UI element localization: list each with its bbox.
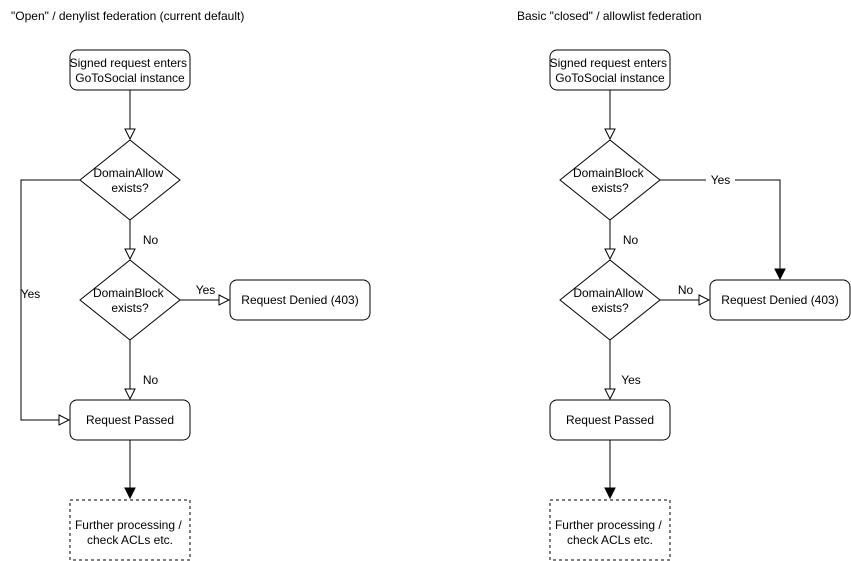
- edge-label-no: No: [143, 233, 159, 247]
- node-request-denied: Request Denied (403): [229, 279, 371, 321]
- edge-label-no: No: [143, 373, 159, 387]
- node-domainblock-decision: DomainBlock exists?: [559, 139, 661, 221]
- edge-label-no: No: [623, 233, 639, 247]
- edge-domainblock-yes-to-denied: [660, 179, 780, 279]
- domainallow-label: DomainAllow exists?: [573, 286, 646, 315]
- edge-label-no: No: [678, 283, 694, 297]
- request-denied-label: Request Denied (403): [241, 293, 358, 307]
- edge-label-yes: Yes: [711, 173, 731, 187]
- domainblock-diamond: [79, 259, 181, 341]
- node-further-processing: Further processing / check ACLs etc.: [69, 499, 191, 561]
- node-start: Signed request enters GoToSocial instanc…: [549, 49, 671, 91]
- start-label: Signed request enters GoToSocial instanc…: [550, 56, 671, 85]
- flowchart-open-denylist: "Open" / denylist federation (current de…: [11, 9, 371, 561]
- edge-label-background: [706, 171, 735, 186]
- edge-label-yes: Yes: [621, 373, 641, 387]
- domainblock-label: DomainBlock exists?: [93, 286, 167, 315]
- edge-label-yes: Yes: [21, 287, 41, 301]
- node-request-passed: Request Passed: [69, 399, 191, 441]
- further-processing-box: [549, 499, 671, 561]
- chart-title: Basic "closed" / allowlist federation: [517, 9, 702, 23]
- node-domainblock-decision: DomainBlock exists?: [79, 259, 181, 341]
- node-request-passed: Request Passed: [549, 399, 671, 441]
- edge-label-yes: Yes: [196, 283, 216, 297]
- node-domainallow-decision: DomainAllow exists?: [79, 139, 181, 221]
- start-label: Signed request enters GoToSocial instanc…: [70, 56, 191, 85]
- flowchart-closed-allowlist: Basic "closed" / allowlist federation Si…: [517, 9, 851, 561]
- further-processing-label: Further processing / check ACLs etc.: [555, 518, 665, 547]
- domainblock-label: DomainBlock exists?: [573, 166, 647, 195]
- request-denied-label: Request Denied (403): [721, 293, 838, 307]
- node-domainallow-decision: DomainAllow exists?: [559, 259, 661, 341]
- domainallow-diamond: [559, 259, 661, 341]
- domainblock-diamond: [559, 139, 661, 221]
- chart-title: "Open" / denylist federation (current de…: [11, 9, 244, 23]
- request-denied-box: [229, 279, 371, 321]
- domainallow-label: DomainAllow exists?: [93, 166, 166, 195]
- node-start: Signed request enters GoToSocial instanc…: [69, 49, 191, 91]
- node-further-processing: Further processing / check ACLs etc.: [549, 499, 671, 561]
- further-processing-box: [69, 499, 191, 561]
- request-denied-box: [709, 279, 851, 321]
- domainallow-diamond: [79, 139, 181, 221]
- request-passed-label: Request Passed: [86, 413, 174, 427]
- edge-domainallow-yes-to-passed: [20, 179, 80, 420]
- request-passed-label: Request Passed: [566, 413, 654, 427]
- node-request-denied: Request Denied (403): [709, 279, 851, 321]
- further-processing-label: Further processing / check ACLs etc.: [75, 518, 185, 547]
